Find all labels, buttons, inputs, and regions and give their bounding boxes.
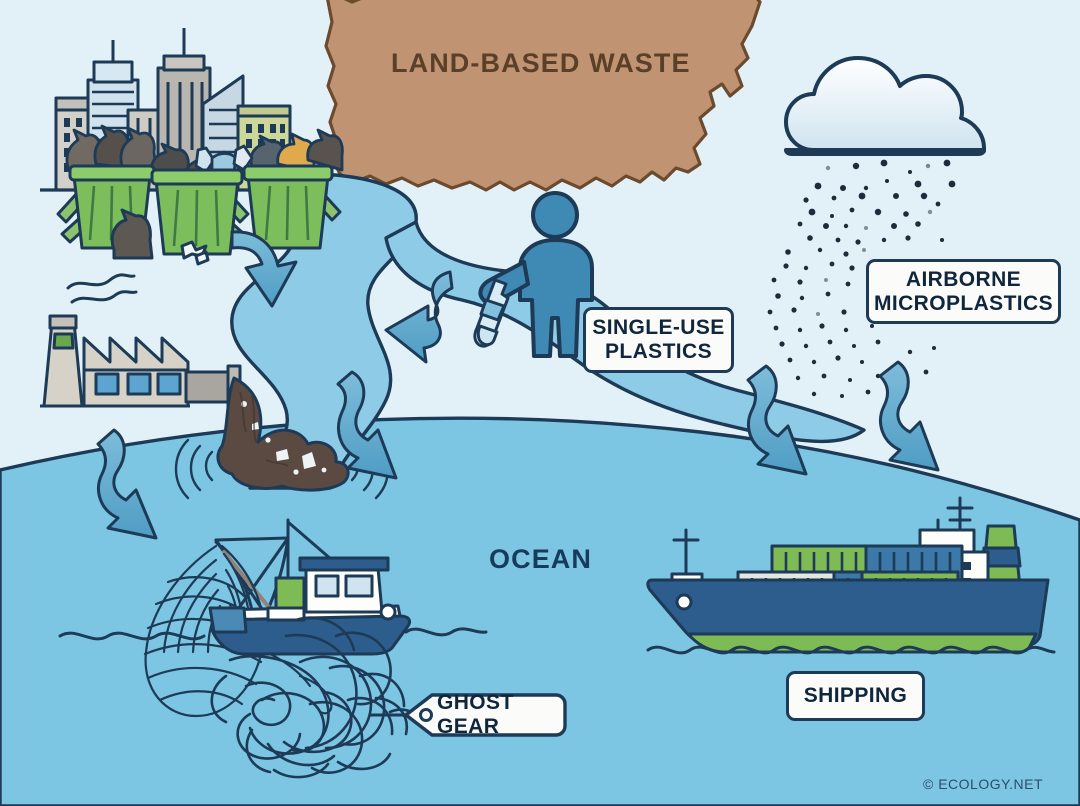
factory-outflow-sludge: [174, 376, 390, 500]
flow-arrows: [96, 230, 940, 540]
label-shipping: SHIPPING: [786, 671, 925, 721]
label-ghost-gear: GHOST GEAR: [403, 691, 563, 738]
label-airborne-line2: MICROPLASTICS: [873, 291, 1054, 315]
person-littering: [473, 191, 594, 358]
label-single-use-plastics: SINGLE-USE PLASTICS: [583, 307, 734, 373]
trash-bins: [56, 164, 342, 266]
rain-cloud: [784, 56, 987, 156]
usa-map-silhouette: [324, 0, 762, 192]
airborne-microplastic-particles: [767, 159, 956, 398]
ghost-gear-tag-shape: [404, 693, 567, 737]
label-ghost-gear-text: GHOST GEAR: [437, 691, 514, 738]
page-title-land: LAND-BASED WASTE: [391, 48, 691, 78]
fishing-boat: [143, 518, 412, 718]
label-airborne-microplastics: AIRBORNE MICROPLASTICS: [866, 259, 1061, 324]
ship-waterline-waves: [646, 645, 1056, 655]
factory: [40, 273, 242, 410]
page-title-ocean: OCEAN: [489, 544, 593, 574]
boat-waterline: [58, 627, 488, 641]
label-airborne-line1: AIRBORNE: [905, 267, 1022, 291]
container-ship: [646, 496, 1050, 654]
label-single-use-line1: SINGLE-USE: [592, 316, 725, 340]
label-single-use-line2: PLASTICS: [604, 340, 713, 363]
garbage-bags: [65, 124, 344, 178]
copyright-credit: © ECOLOGY.NET: [923, 776, 1044, 792]
ghost-net-tangle: [210, 616, 428, 779]
